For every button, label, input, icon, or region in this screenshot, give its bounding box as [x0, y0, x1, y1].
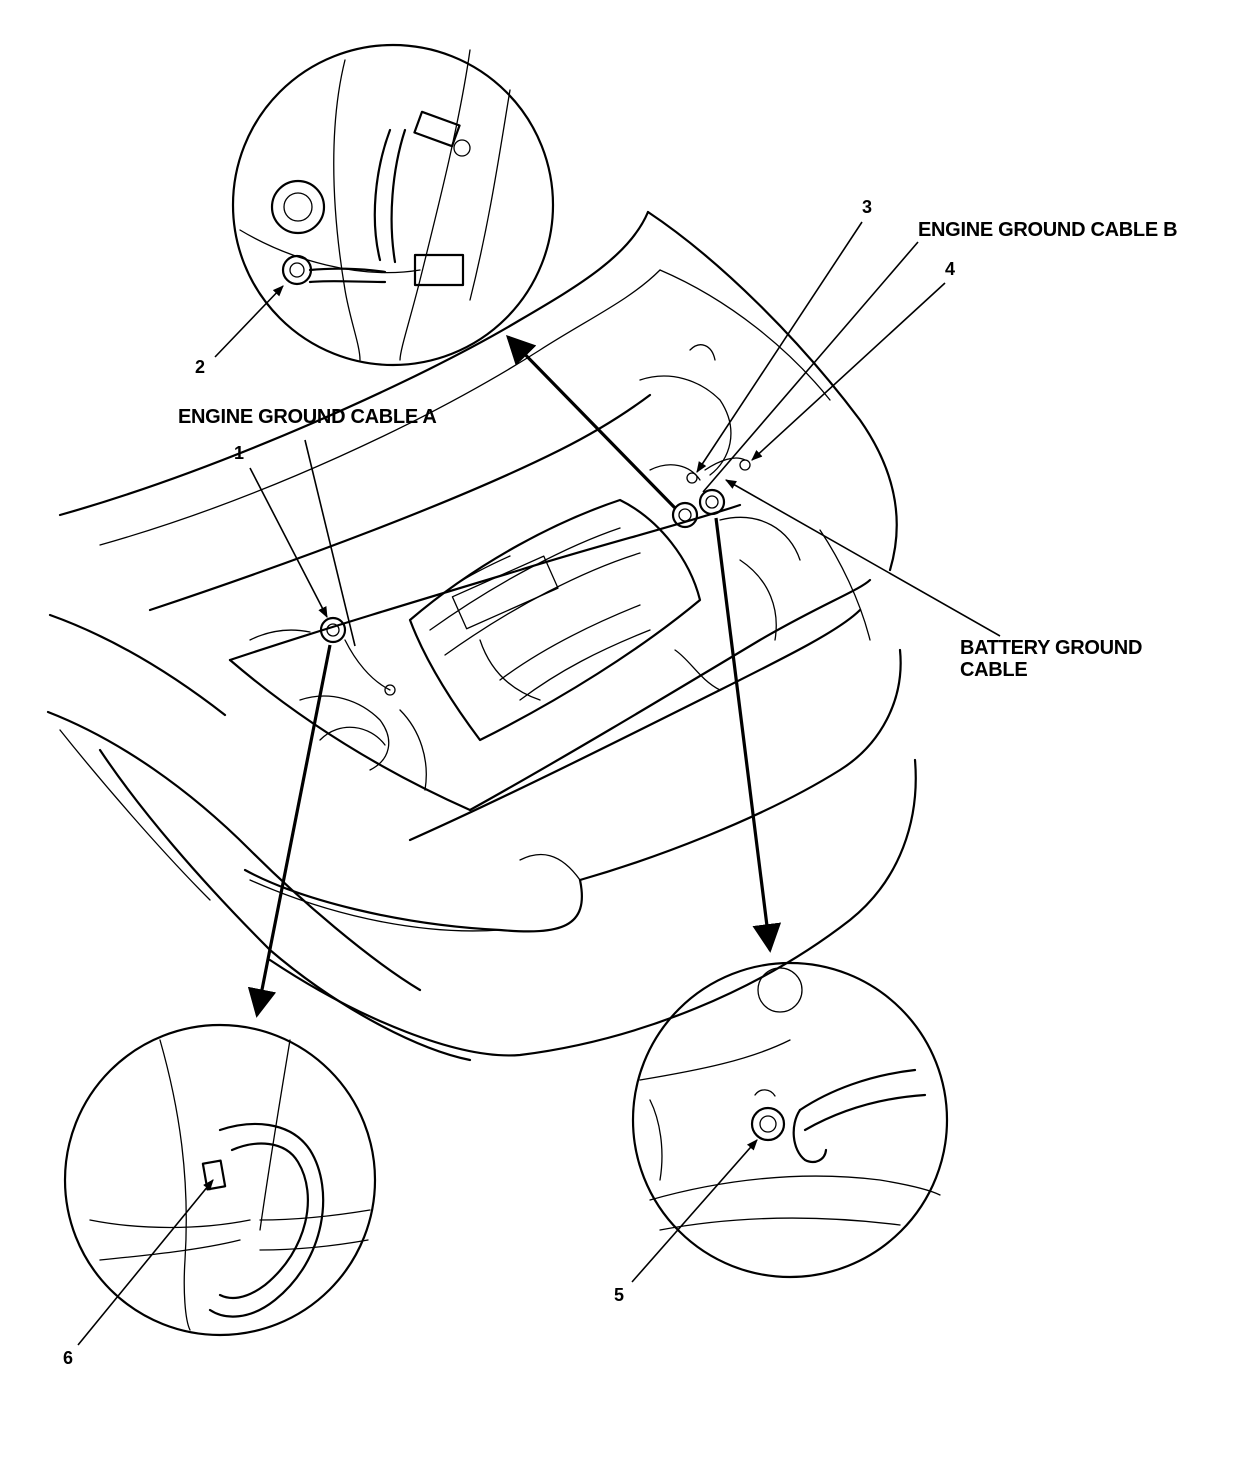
engine-ground-cable-a-label: ENGINE GROUND CABLE A [178, 406, 437, 428]
ground-bolt-a [319, 616, 396, 696]
ground-bolt-b [671, 459, 751, 529]
detail-circle-bottom-right [631, 961, 949, 1279]
callout-4: 4 [945, 259, 955, 279]
detail-circle-top [231, 43, 555, 367]
engine [249, 344, 801, 791]
leader-lines [77, 221, 1001, 1346]
car-body [46, 210, 917, 1062]
callout-6: 6 [63, 1348, 73, 1368]
battery-ground-cable-label-line1: BATTERY GROUND [960, 637, 1143, 659]
callout-3: 3 [862, 197, 872, 217]
battery-ground-cable-label-line2: CABLE [960, 659, 1028, 681]
engine-ground-cable-b-label: ENGINE GROUND CABLE B [918, 219, 1178, 241]
callout-2: 2 [195, 357, 205, 377]
callout-1: 1 [234, 443, 244, 463]
detail-arrows [247, 334, 782, 1018]
callout-5: 5 [614, 1285, 624, 1305]
detail-circle-bottom-left [63, 1023, 377, 1337]
